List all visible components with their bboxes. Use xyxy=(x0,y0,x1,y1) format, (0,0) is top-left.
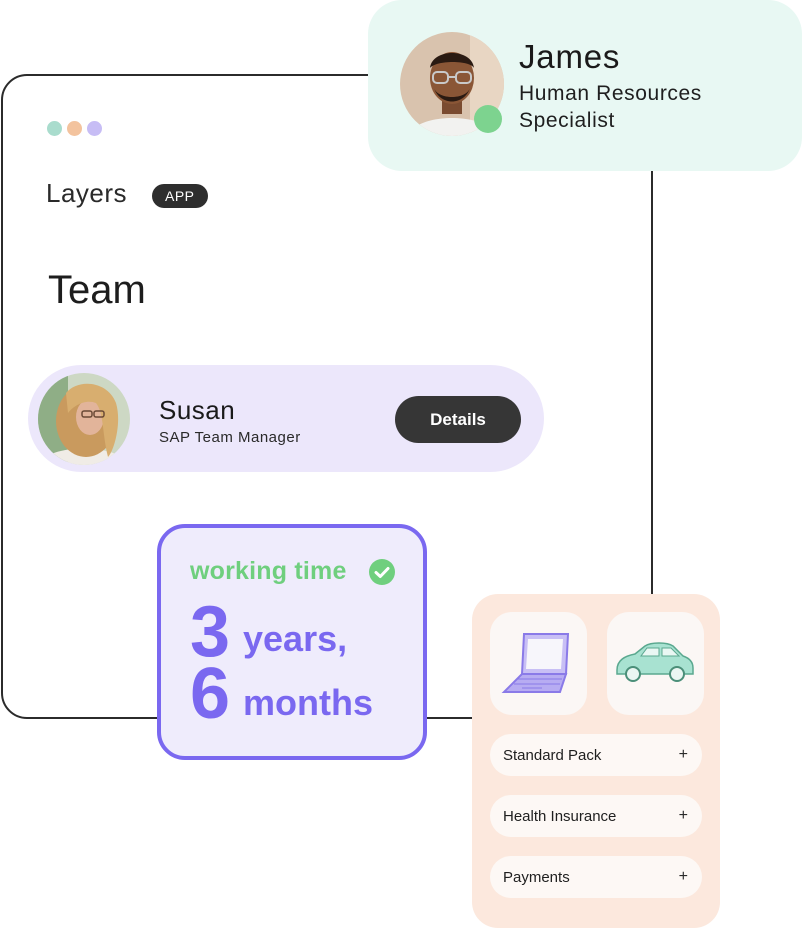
benefit-item-standard-pack[interactable]: Standard Pack + xyxy=(490,734,702,776)
laptop-icon xyxy=(501,633,570,693)
working-time-label: working time xyxy=(190,557,347,585)
laptop-tile[interactable] xyxy=(490,612,587,715)
benefit-label: Health Insurance xyxy=(503,807,617,825)
window-controls xyxy=(47,121,102,136)
employee-name: Susan xyxy=(159,395,236,425)
window-dot-3[interactable] xyxy=(87,121,102,136)
profile-role-line-1: Human Resources xyxy=(519,82,702,105)
benefit-label: Standard Pack xyxy=(503,746,602,764)
online-status-indicator xyxy=(474,105,502,133)
page-title: Team xyxy=(48,268,146,312)
car-icon xyxy=(616,642,694,682)
employee-role: SAP Team Manager xyxy=(159,429,301,446)
plus-icon[interactable]: + xyxy=(678,868,688,885)
profile-role-line-2: Specialist xyxy=(519,109,615,132)
car-tile[interactable] xyxy=(607,612,704,715)
profile-role: Human Resources Specialist xyxy=(519,80,759,134)
app-badge: APP xyxy=(152,184,208,208)
years-value: 3 xyxy=(190,592,231,672)
months-value: 6 xyxy=(190,654,231,734)
window-dot-1[interactable] xyxy=(47,121,62,136)
check-circle-icon xyxy=(369,559,395,585)
years-unit: years, xyxy=(243,618,348,659)
details-button[interactable]: Details xyxy=(395,396,521,443)
avatar-susan xyxy=(38,373,130,465)
brand-name: Layers xyxy=(46,178,128,208)
benefit-label: Payments xyxy=(503,868,570,886)
benefit-item-health-insurance[interactable]: Health Insurance + xyxy=(490,795,702,837)
plus-icon[interactable]: + xyxy=(678,746,688,763)
window-dot-2[interactable] xyxy=(67,121,82,136)
plus-icon[interactable]: + xyxy=(678,807,688,824)
benefit-item-payments[interactable]: Payments + xyxy=(490,856,702,898)
profile-name: James xyxy=(519,38,621,75)
months-unit: months xyxy=(243,682,373,723)
